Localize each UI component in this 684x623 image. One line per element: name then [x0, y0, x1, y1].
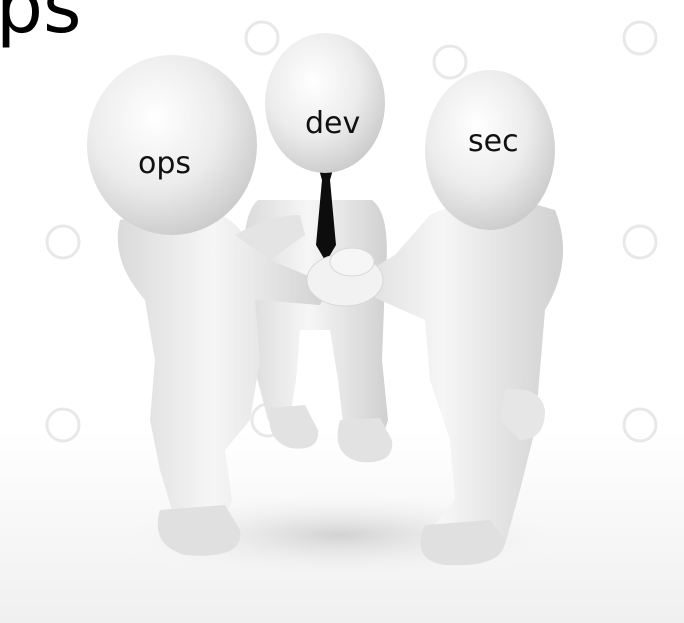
ops-label: ops — [138, 146, 192, 181]
dev-label: dev — [305, 106, 361, 141]
dev-head — [265, 33, 385, 173]
ops-figure — [87, 55, 331, 556]
slide-title-fragment: ps — [0, 0, 82, 50]
sec-figure — [345, 70, 563, 566]
handshake — [306, 247, 384, 307]
tie — [316, 166, 336, 262]
sec-head — [425, 70, 555, 230]
ops-head — [87, 55, 257, 235]
sec-label: sec — [468, 124, 519, 159]
